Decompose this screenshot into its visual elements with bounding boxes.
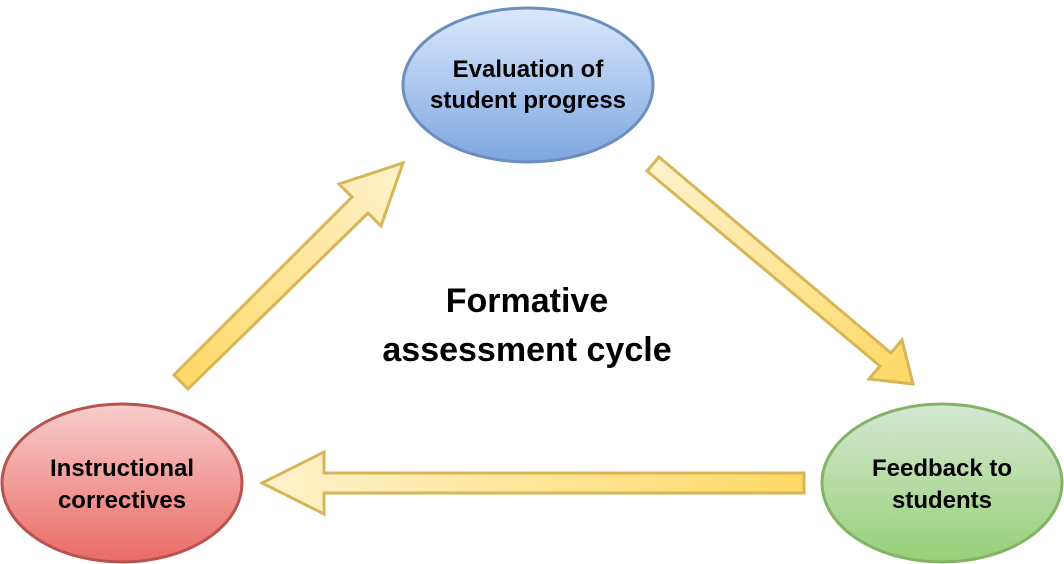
arrow-evaluation-to-feedback: [644, 154, 915, 386]
center-title: Formative assessment cycle: [382, 282, 671, 369]
node-correctives-label-line1: Instructional: [50, 455, 194, 482]
node-evaluation-label-line1: Evaluation of: [453, 56, 605, 83]
node-evaluation-label-line2: student progress: [430, 87, 626, 114]
arrow-correctives-to-evaluation: [171, 160, 406, 392]
center-title-line1: Formative: [446, 282, 609, 320]
node-correctives-ellipse: [0, 402, 244, 564]
node-feedback: Feedback to students: [820, 402, 1064, 564]
node-feedback-label-line2: students: [892, 487, 992, 514]
node-evaluation: Evaluation of student progress: [401, 6, 655, 164]
arrow-feedback-to-correctives: [258, 449, 806, 517]
node-evaluation-ellipse: [401, 6, 655, 164]
node-feedback-label-line1: Feedback to: [872, 455, 1012, 482]
center-title-line2: assessment cycle: [382, 331, 671, 369]
node-correctives: Instructional correctives: [0, 402, 244, 564]
node-feedback-ellipse: [820, 402, 1064, 564]
node-correctives-label-line2: correctives: [58, 487, 186, 514]
